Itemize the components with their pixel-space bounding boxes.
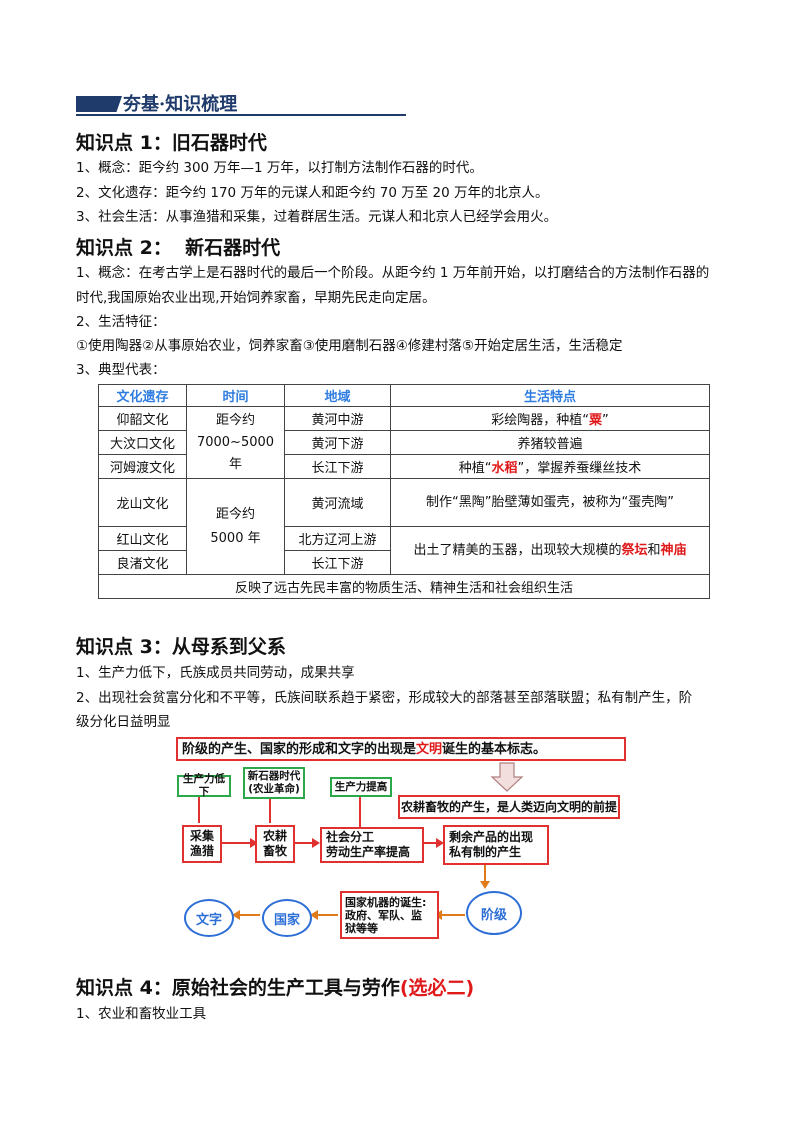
gather-box: 采集 渔猎: [182, 825, 222, 863]
culture-table: 文化遗存 时间 地域 生活特点 仰韶文化 距今约 7000~5000 年 黄河中…: [98, 384, 710, 599]
cell-feature: 种植“水稻”，掌握养蚕缫丝技术: [390, 454, 710, 479]
cell-region: 黄河下游: [284, 430, 391, 455]
cell-region: 北方辽河上游: [284, 526, 391, 551]
farming-box: 农耕 畜牧: [255, 825, 295, 863]
cell-culture: 仰韶文化: [98, 406, 187, 431]
cell-feature: 养猪较普遍: [390, 430, 710, 455]
s2-item-2b: ①使用陶器②从事原始农业，饲养家畜③使用磨制石器④修建村落⑤开始定居生活，生活稳…: [76, 338, 623, 354]
s1-item-2: 2、文化遗存：距今约 170 万年的元谋人和距今约 70 万至 20 万年的北京…: [76, 185, 549, 201]
cell-culture: 河姆渡文化: [98, 454, 187, 479]
th-culture: 文化遗存: [98, 384, 187, 407]
section-2-title: 知识点 2： 新石器时代: [76, 237, 281, 259]
cell-culture: 大汶口文化: [98, 430, 187, 455]
table-row: 龙山文化 距今约 5000 年 黄河流域 制作“黑陶”胎壁薄如蛋壳，被称为“蛋壳…: [98, 478, 710, 575]
cell-culture: 红山文化: [98, 526, 187, 551]
time1-text: 距今约 7000~5000 年: [196, 412, 275, 472]
section-4-title: 知识点 4：原始社会的生产工具与劳作(选必二): [76, 977, 475, 999]
surplus-box: 剩余产品的出现 私有制的产生: [443, 825, 549, 865]
civilization-diagram: 阶级的产生、国家的形成和文字的出现是文明诞生的基本标志。 生产力低下 新石器时代…: [170, 735, 630, 960]
cell-region: 长江下游: [284, 550, 391, 575]
arrowhead-icon: [310, 910, 318, 920]
s3-item-1: 1、生产力低下，氏族成员共同劳动，成果共享: [76, 665, 355, 681]
cell-time-1: 距今约 7000~5000 年: [186, 406, 285, 479]
th-feature: 生活特点: [390, 384, 710, 407]
cell-feature: 出土了精美的玉器，出现较大规模的祭坛和神庙: [390, 526, 710, 575]
cell-region: 黄河中游: [284, 406, 391, 431]
farming-statement-box: 农耕畜牧的产生，是人类迈向文明的前提: [398, 795, 620, 819]
s1-item-1: 1、概念：距今约 300 万年—1 万年，以打制方法制作石器的时代。: [76, 160, 483, 176]
low-productivity-box: 生产力低下: [177, 773, 231, 798]
table-row: 良渚文化 长江下游: [98, 550, 710, 575]
th-region: 地域: [284, 384, 391, 407]
arrowhead-icon: [250, 838, 258, 848]
table-row: 反映了远古先民丰富的物质生活、精神生活和社会组织生活: [98, 574, 710, 599]
cell-region: 长江下游: [284, 454, 391, 479]
cell-region: 黄河流域: [284, 478, 391, 527]
cell-time-2: 距今约 5000 年: [186, 478, 285, 575]
time2-text: 距今约 5000 年: [210, 506, 261, 546]
arrowhead-icon: [480, 881, 490, 889]
table-row: 红山文化 北方辽河上游 出土了精美的玉器，出现较大规模的祭坛和神庙: [98, 526, 710, 575]
arrowhead-icon: [312, 838, 320, 848]
table-footer: 反映了远古先民丰富的物质生活、精神生活和社会组织生活: [98, 574, 710, 599]
civilization-statement-box: 阶级的产生、国家的形成和文字的出现是文明诞生的基本标志。: [176, 737, 626, 761]
s2-item-2: 2、生活特征：: [76, 314, 166, 330]
s2-item-3: 3、典型代表：: [76, 362, 166, 378]
cell-feature: 彩绘陶器，种植“粟”: [390, 406, 710, 431]
division-box: 社会分工 劳动生产率提高: [320, 827, 424, 863]
class-oval: 阶级: [466, 891, 522, 935]
section-3-title: 知识点 3：从母系到父系: [76, 636, 286, 658]
s2-item-1a: 1、概念：在考古学上是石器时代的最后一个阶段。从距今约 1 万年前开始，以打磨结…: [76, 265, 710, 281]
banner-title: 夯基·知识梳理: [123, 94, 238, 115]
s2-item-1b: 时代,我国原始农业出现,开始饲养家畜，早期先民走向定居。: [76, 290, 436, 306]
table-row: 仰韶文化 距今约 7000~5000 年 黄河中游 彩绘陶器，种植“粟”: [98, 406, 710, 479]
s3-item-2b: 级分化日益明显: [76, 714, 171, 730]
down-arrow-icon: [490, 762, 524, 792]
section-1-title: 知识点 1：旧石器时代: [76, 132, 267, 154]
th-time: 时间: [186, 384, 285, 407]
s4-item-1: 1、农业和畜牧业工具: [76, 1006, 207, 1022]
arrowhead-icon: [436, 838, 444, 848]
cell-culture: 良渚文化: [98, 550, 187, 575]
productivity-up-box: 生产力提高: [330, 777, 392, 797]
table-row: 河姆渡文化 长江下游 种植“水稻”，掌握养蚕缫丝技术: [98, 454, 710, 479]
neolithic-box: 新石器时代 (农业革命): [243, 767, 305, 799]
writing-oval: 文字: [184, 899, 234, 937]
state-machine-box: 国家机器的诞生: 政府、军队、监 狱等等: [340, 891, 439, 939]
banner-underline: [76, 114, 406, 116]
s1-item-3: 3、社会生活：从事渔猎和采集，过着群居生活。元谋人和北京人已经学会用火。: [76, 209, 558, 225]
cell-culture: 龙山文化: [98, 478, 187, 527]
s3-item-2a: 2、出现社会贫富分化和不平等，氏族间联系趋于紧密，形成较大的部落甚至部落联盟；私…: [76, 690, 693, 706]
banner-bar: [76, 96, 122, 112]
arrowhead-icon: [232, 910, 240, 920]
state-oval: 国家: [262, 899, 312, 937]
cell-feature: 制作“黑陶”胎壁薄如蛋壳，被称为“蛋壳陶”: [390, 478, 710, 527]
